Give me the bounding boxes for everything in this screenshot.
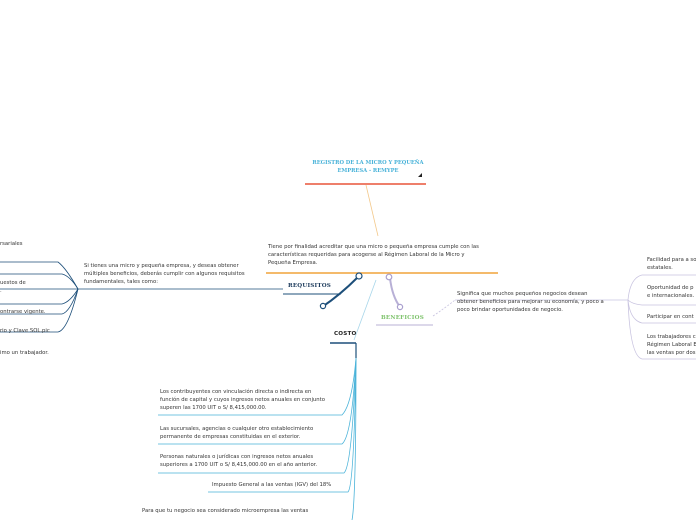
- beneficios-branch-0: [627, 274, 696, 301]
- beneficios-intro: Significa que muchos pequeños negocios d…: [457, 291, 604, 314]
- costo-node[interactable]: COSTO: [334, 331, 357, 337]
- requisitos-branch-2: [0, 288, 79, 305]
- requisitos-intro: Si tienes una micro y pequeña empresa, y…: [84, 263, 245, 286]
- requisitos-node-dot-2: [319, 302, 327, 310]
- costo-item-2: Personas naturales o jurídicas con ingre…: [160, 454, 318, 469]
- costo-connector: [353, 279, 377, 341]
- requisitos-node-dot: [355, 272, 363, 280]
- beneficios-item-0: Facilidad para a so estatales.: [647, 257, 696, 272]
- costo-item-1: Las sucursales, agencias o cualquier otr…: [160, 426, 314, 441]
- costo-branch-4: [351, 357, 357, 520]
- costo-branch-2: [158, 357, 357, 474]
- requisitos-item-3: rio y Clave SOL.pic: [0, 328, 50, 334]
- beneficios-intro-link: [432, 299, 456, 317]
- beneficios-branch-1: [627, 299, 696, 306]
- root-connector: [365, 184, 379, 237]
- root-description: Tiene por finalidad acreditar que una mi…: [268, 244, 479, 267]
- requisitos-branch-4: [0, 288, 79, 333]
- beneficios-connector: [389, 277, 401, 308]
- beneficios-item-1: Oportunidad de p e internacionales.: [647, 285, 695, 300]
- costo-item-4: Para que tu negocio sea considerado micr…: [142, 508, 309, 514]
- beneficios-node[interactable]: BENEFICIOS: [381, 315, 424, 321]
- requisitos-node[interactable]: REQUISITOS: [288, 283, 332, 289]
- root-title[interactable]: REGISTRO DE LA MICRO Y PEQUEÑA EMPRESA -…: [312, 160, 424, 174]
- requisitos-branch-3: [0, 288, 79, 315]
- beneficios-item-2: Participar en cont: [647, 314, 694, 320]
- requisitos-item-0: rsariales: [0, 241, 23, 247]
- corner-marker-icon: [418, 173, 422, 177]
- beneficios-node-dot-2: [396, 303, 404, 311]
- costo-item-3: Impuesto General a las ventas (IGV) del …: [212, 482, 332, 488]
- requisitos-item-4: imo un trabajador.: [0, 350, 49, 356]
- beneficios-item-3: Los trabajadores c Régimen Laboral E las…: [647, 334, 696, 357]
- costo-branch-3: [208, 357, 357, 493]
- requisitos-item-1: uestos de .: [0, 280, 26, 295]
- requisitos-connector: [321, 276, 359, 308]
- requisitos-branch-1: [0, 273, 79, 290]
- costo-item-0: Los contribuyentes con vinculación direc…: [160, 389, 325, 412]
- requisitos-item-2: ontrarse vigente.: [0, 309, 46, 315]
- beneficios-branch-3: [627, 299, 696, 360]
- beneficios-node-dot: [385, 273, 393, 281]
